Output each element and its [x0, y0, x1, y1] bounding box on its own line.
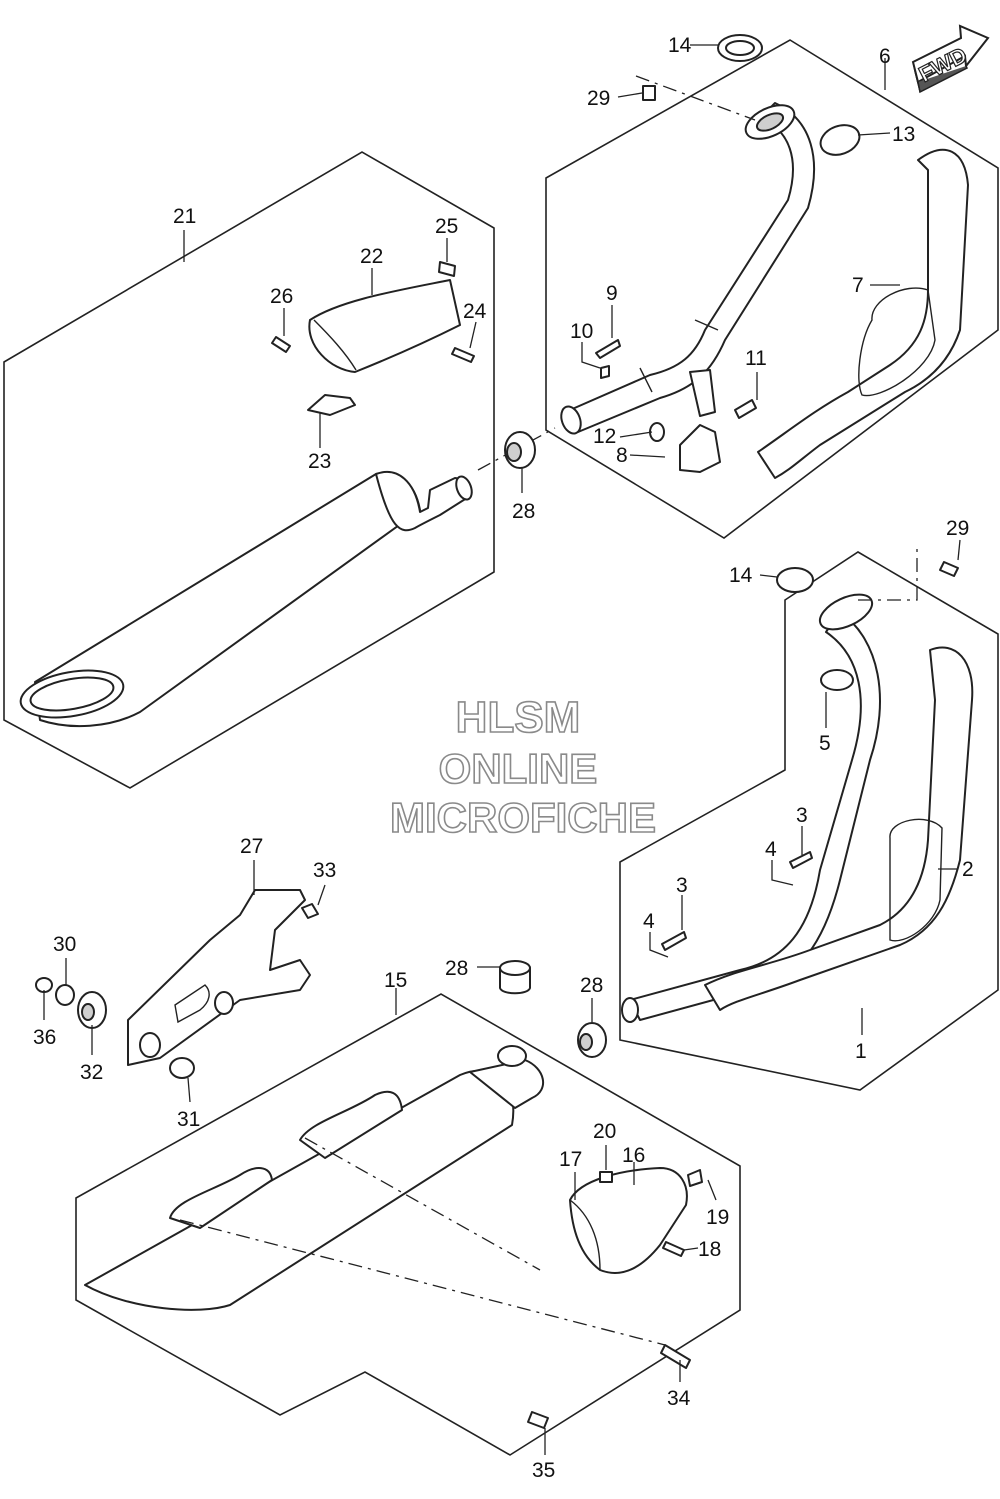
watermark-line-3: MICROFICHE: [390, 794, 656, 841]
label-29-upper: 29: [587, 87, 610, 110]
label-23: 23: [308, 450, 331, 473]
exhaust-pipe-front-group: [619, 548, 999, 1091]
exhaust-pipe-rear-group: [545, 34, 999, 539]
fwd-arrow-icon: FWD: [911, 24, 990, 94]
label-36: 36: [33, 1026, 56, 1049]
part-number-labels: 14 29 6 13 7 9 10 11 12 8 21 22 25 26 24…: [33, 34, 974, 1482]
label-32: 32: [80, 1061, 103, 1084]
muffler-rear-group: [3, 151, 556, 789]
label-24: 24: [463, 300, 487, 323]
label-28-upper: 28: [512, 500, 535, 523]
watermark-line-2: ONLINE: [439, 745, 598, 792]
grommet-28-upper: [504, 431, 536, 469]
label-3-left: 3: [676, 874, 688, 897]
label-4-left: 4: [643, 910, 655, 933]
group-21-outline: [3, 151, 495, 789]
label-35: 35: [532, 1459, 555, 1482]
leader-lines: [43, 44, 961, 1455]
label-29-lower: 29: [946, 517, 969, 540]
grommet-28-middle: [577, 1022, 607, 1058]
label-9: 9: [606, 282, 618, 305]
muffler-bracket: [35, 889, 319, 1079]
label-34: 34: [667, 1387, 691, 1410]
label-26: 26: [270, 285, 293, 308]
label-6: 6: [879, 45, 891, 68]
label-31: 31: [177, 1108, 200, 1131]
label-25: 25: [435, 215, 458, 238]
label-5: 5: [819, 732, 831, 755]
label-28-lower: 28: [445, 957, 468, 980]
label-11: 11: [745, 347, 767, 370]
watermark: HLSM ONLINE MICROFICHE: [389, 692, 657, 842]
label-17: 17: [559, 1148, 582, 1171]
label-12: 12: [593, 425, 616, 448]
label-18: 18: [698, 1238, 721, 1261]
label-19: 19: [706, 1206, 729, 1229]
label-2: 2: [962, 858, 974, 881]
label-30: 30: [53, 933, 76, 956]
group-15-outline: [75, 993, 741, 1456]
label-1: 1: [855, 1040, 867, 1063]
label-14-lower: 14: [729, 564, 753, 587]
grommet-28-lower: [499, 960, 531, 995]
label-4-right: 4: [765, 838, 777, 861]
label-27: 27: [240, 835, 263, 858]
label-13: 13: [892, 123, 915, 146]
muffler-front-group: [75, 993, 741, 1456]
label-8: 8: [616, 444, 628, 467]
label-28-middle: 28: [580, 974, 603, 997]
label-15: 15: [384, 969, 407, 992]
group-1-outline: [619, 551, 999, 1091]
label-16: 16: [622, 1144, 645, 1167]
label-7: 7: [852, 274, 864, 297]
label-33: 33: [313, 859, 336, 882]
label-10: 10: [570, 320, 593, 343]
label-14-upper: 14: [668, 34, 692, 57]
label-20: 20: [593, 1120, 616, 1143]
watermark-line-1: HLSM: [456, 693, 581, 742]
label-22: 22: [360, 245, 383, 268]
label-21: 21: [173, 205, 196, 228]
label-3-right: 3: [796, 804, 808, 827]
group-6-outline: [545, 39, 999, 539]
